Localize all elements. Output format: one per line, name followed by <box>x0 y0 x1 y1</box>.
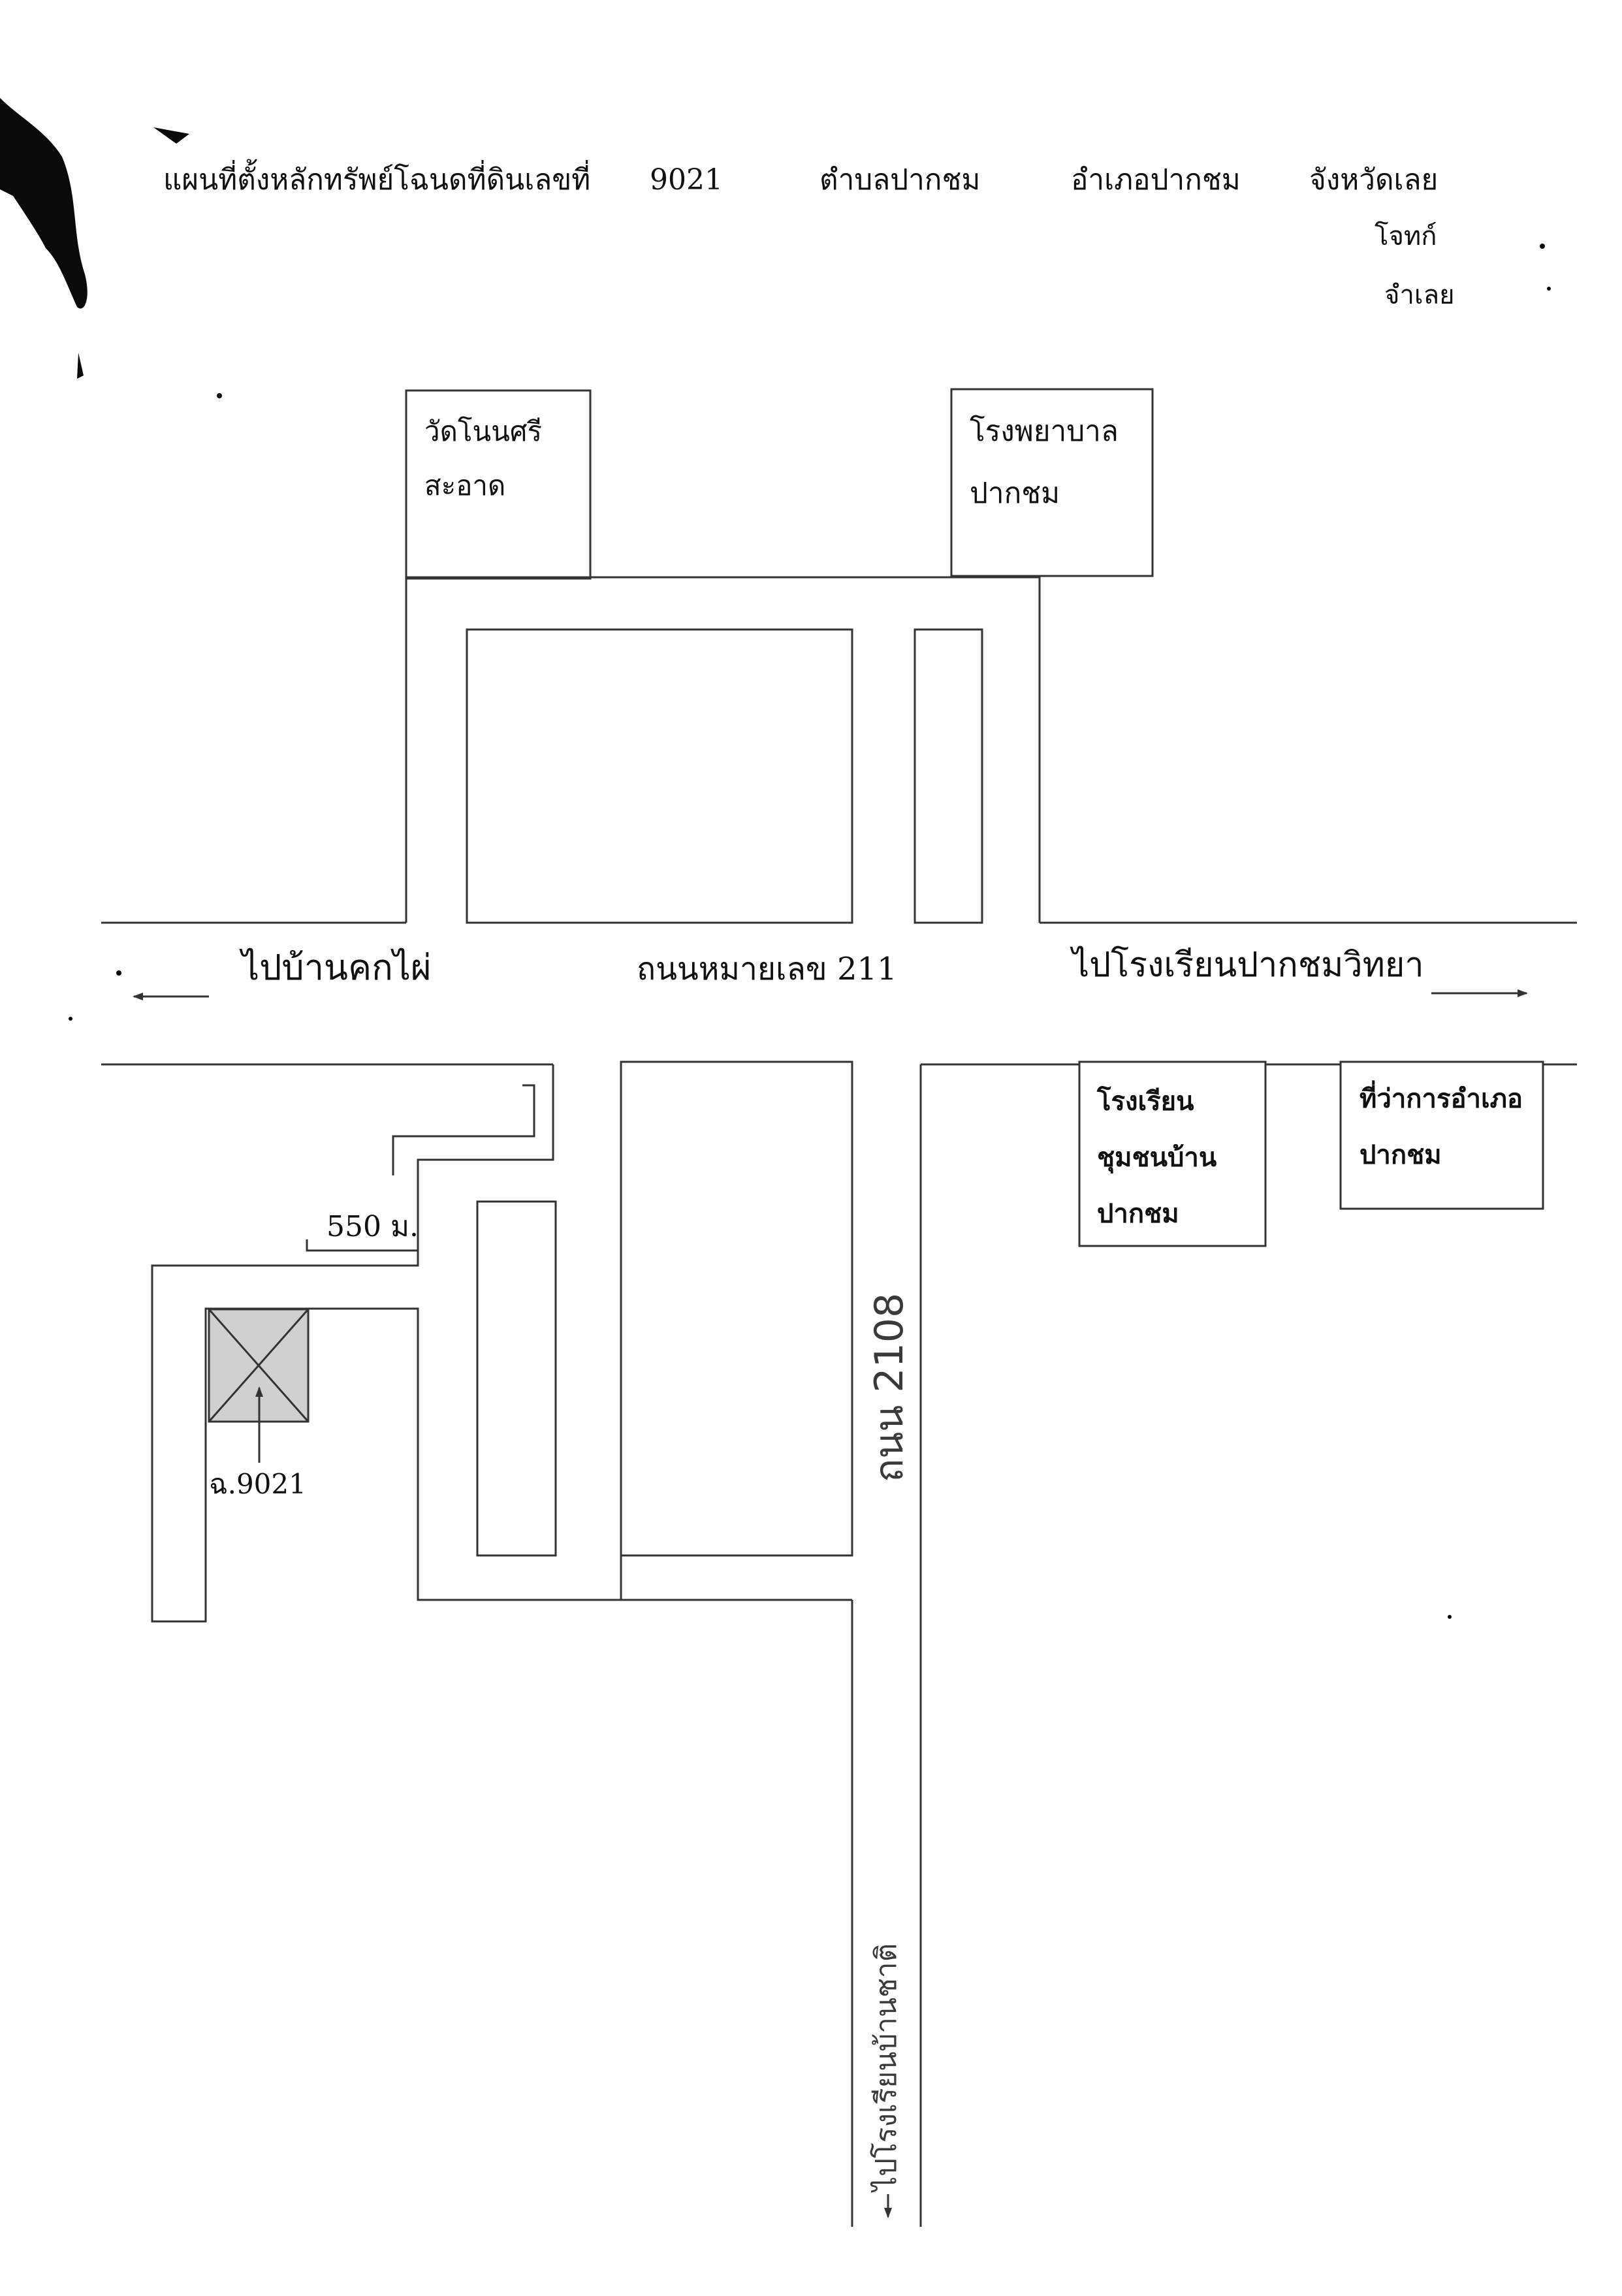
east-direction-label: ไปโรงเรียนปากชมวิทยา <box>1070 946 1424 985</box>
distance-label: 550 ม. <box>326 1210 419 1243</box>
subdistrict-label: ตำบลปากชม <box>819 163 980 197</box>
parcel-cross <box>208 1309 310 1422</box>
district-office-box <box>1339 1060 1544 1210</box>
south-block <box>620 1060 853 1557</box>
district-office-line2: ปากชม <box>1360 1140 1442 1170</box>
west-direction-label: ไปบ้านคกไผ่ <box>239 947 432 988</box>
hospital-name-line2: ปากชม <box>970 477 1060 510</box>
map-title: แผนที่ตั้งหลักทรัพย์โฉนดที่ดินเลขที่ <box>163 159 590 197</box>
plaintiff-label: โจทก์ <box>1375 221 1437 251</box>
province-label: จังหวัดเลย <box>1309 163 1438 197</box>
ink-speck <box>217 393 222 398</box>
road-2108-label: ถนน 2108 <box>867 1293 912 1482</box>
temple-name-line1: วัดโนนศรี <box>424 415 542 447</box>
district-label: อำเภอปากชม <box>1071 163 1241 197</box>
parcel-label: ฉ.9021 <box>209 1468 306 1500</box>
defendant-label: จำเลย <box>1384 280 1455 310</box>
ink-speck <box>69 1017 72 1021</box>
ink-speck <box>153 127 189 144</box>
school-name-line2: ชุมชนบ้าน <box>1097 1142 1216 1174</box>
ink-speck <box>1547 287 1551 291</box>
north-block-small <box>914 628 983 924</box>
distance-marker <box>306 1239 418 1252</box>
ink-speck <box>116 970 121 976</box>
ink-speck <box>77 353 84 379</box>
ink-speck <box>1540 244 1545 249</box>
school-name-line1: โรงเรียน <box>1096 1086 1194 1117</box>
hospital-name-line1: โรงพยาบาล <box>970 415 1119 448</box>
south-direction-label: ไปโรงเรียนบ้านชาติ <box>870 1943 903 2193</box>
ink-speck <box>1448 1615 1452 1619</box>
lane-block <box>476 1200 557 1557</box>
school-name-line3: ปากชม <box>1097 1198 1179 1229</box>
district-office-line1: ที่ว่าการอำเภอ <box>1360 1080 1523 1114</box>
north-block-large <box>466 628 853 924</box>
main-road-label: ถนนหมายเลข 211 <box>637 951 897 987</box>
hospital-box <box>950 388 1154 577</box>
north-road-edge <box>405 576 1041 923</box>
temple-name-line2: สะอาด <box>424 470 505 502</box>
distance-marker <box>392 1084 535 1175</box>
torn-paper-mark <box>0 98 87 309</box>
deed-number: 9021 <box>650 163 723 197</box>
school-box <box>1078 1060 1267 1247</box>
lane-edge <box>151 1064 621 1623</box>
temple-box <box>405 389 592 580</box>
